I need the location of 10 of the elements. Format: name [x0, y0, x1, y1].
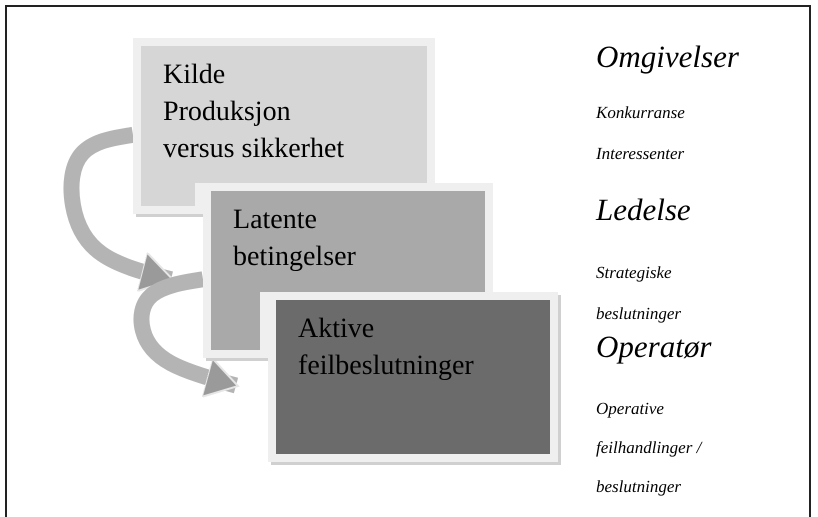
- label-text: Konkurranse: [596, 103, 686, 124]
- process-box: Kilde Produksjon versus sikkerhet: [133, 38, 435, 183]
- heading: Ledelse: [596, 191, 692, 228]
- process-box: Latente betingelser: [203, 183, 493, 292]
- heading: Omgivelser: [596, 38, 740, 76]
- heading: Operatør: [596, 328, 712, 366]
- label-text: Strategiske beslutninger: [596, 262, 682, 325]
- label-text: Operative feilhandlinger / beslutninger: [596, 398, 704, 498]
- process-box: Aktive feilbeslutninger: [268, 292, 558, 462]
- label-text: Interessenter: [596, 144, 686, 164]
